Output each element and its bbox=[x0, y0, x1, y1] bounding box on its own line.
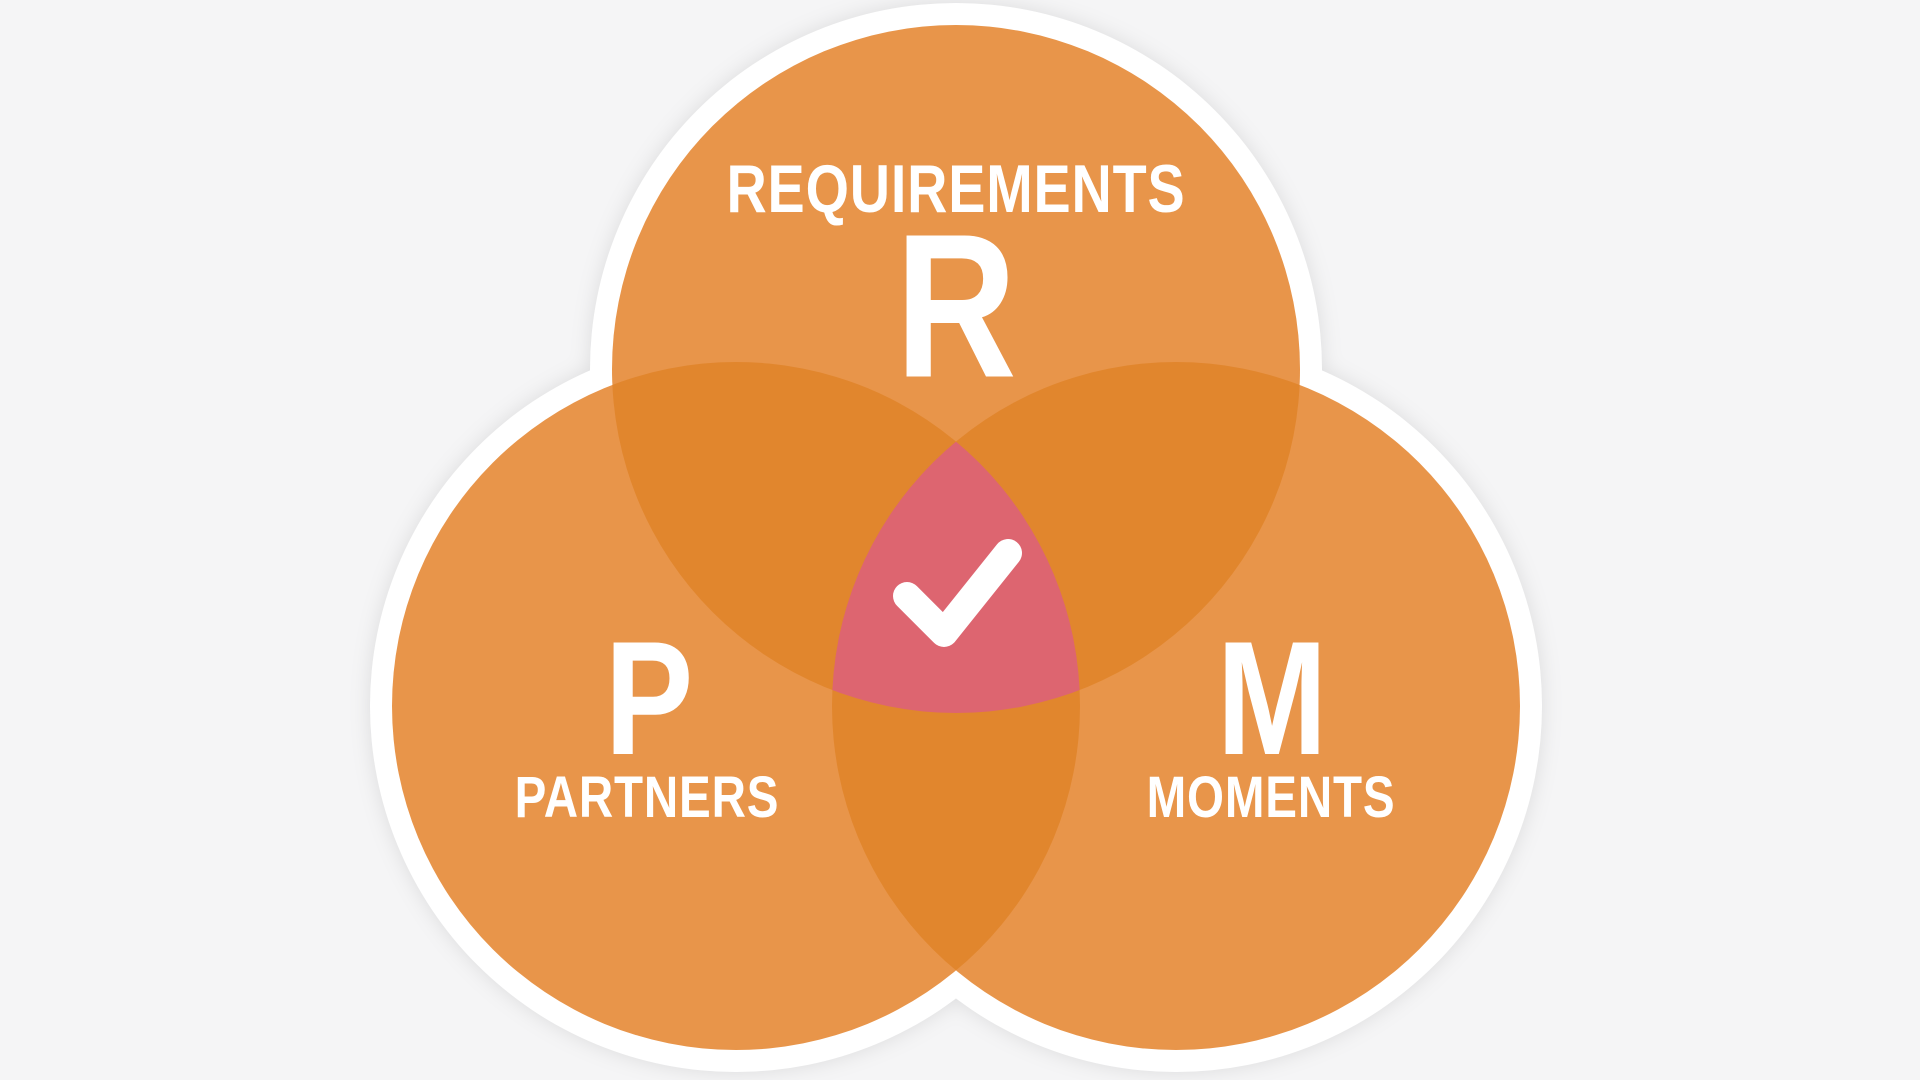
check-icon bbox=[893, 539, 1022, 647]
center-intersection bbox=[832, 362, 1080, 713]
